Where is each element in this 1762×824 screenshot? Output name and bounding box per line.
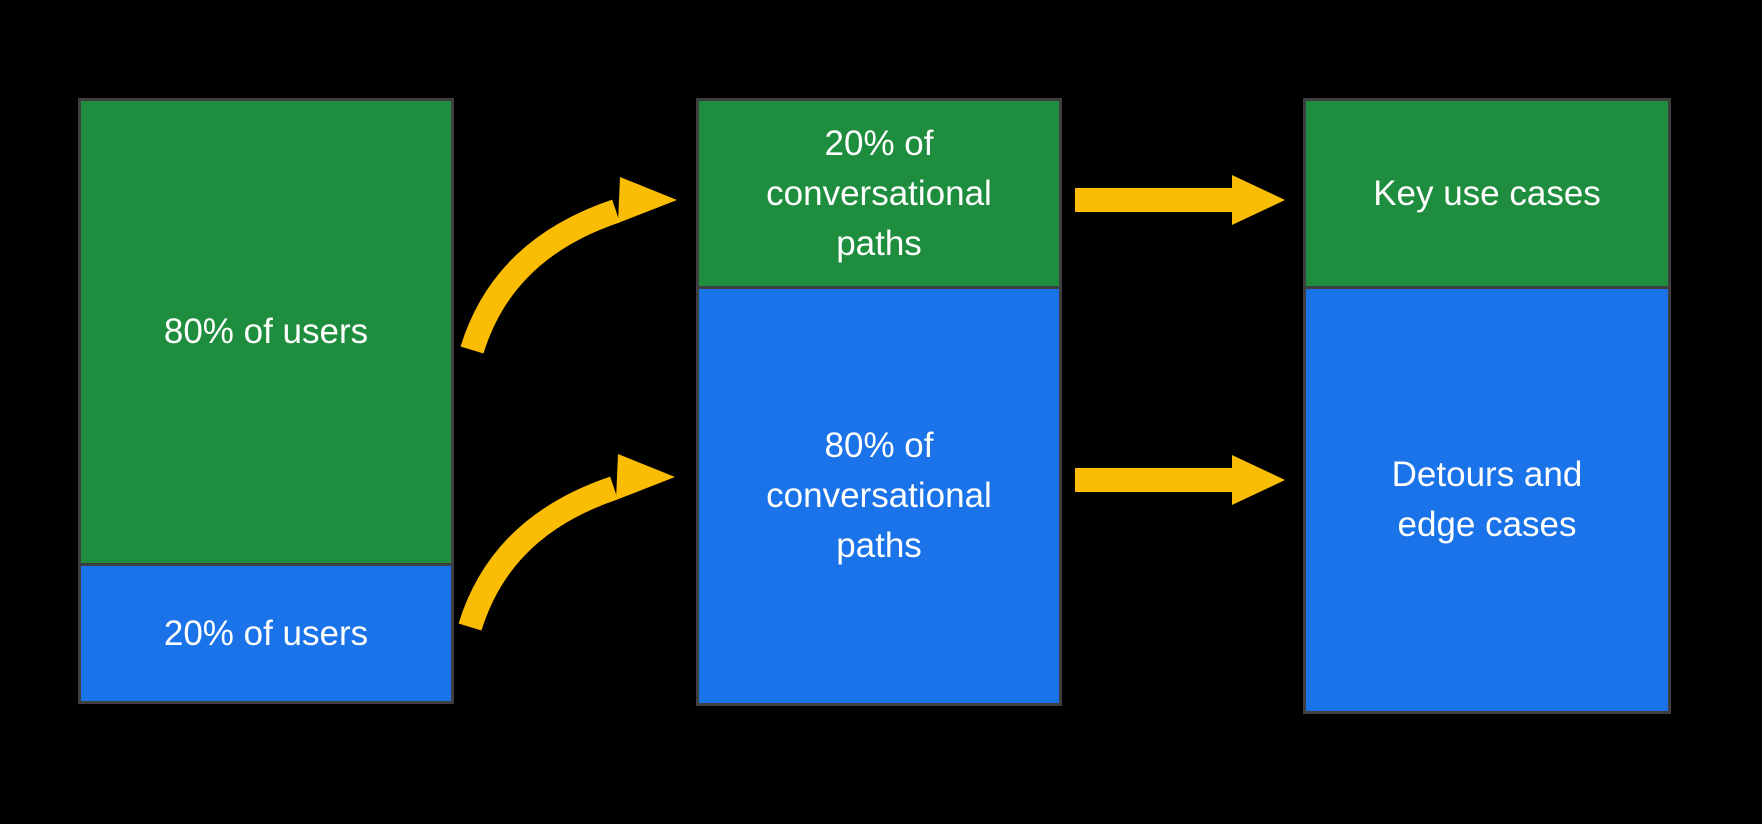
segment-detours-edge-cases: Detours and edge cases: [1306, 289, 1668, 711]
segment-paths-80-label: 80% of conversational paths: [766, 426, 992, 565]
bar-outcomes: Key use cases Detours and edge cases: [1303, 98, 1671, 714]
bar-users: 80% of users 20% of users: [78, 98, 454, 704]
segment-key-use-cases: Key use cases: [1306, 101, 1668, 289]
curved-arrow-users80-to-paths20-icon: [460, 177, 677, 354]
straight-arrow-paths80-to-detours-icon: [1075, 455, 1285, 505]
segment-users-20-label: 20% of users: [163, 613, 369, 653]
segment-detours-edge-cases-label: Detours and edge cases: [1391, 455, 1583, 544]
segment-users-20: 20% of users: [81, 566, 451, 701]
segment-users-80-label: 80% of users: [163, 312, 369, 351]
segment-paths-20: 20% of conversational paths: [699, 101, 1059, 289]
segment-users-80: 80% of users: [81, 101, 451, 566]
segment-key-use-cases-label: Key use cases: [1373, 173, 1601, 213]
segment-paths-80: 80% of conversational paths: [699, 289, 1059, 703]
straight-arrow-paths20-to-keyusecases-icon: [1075, 175, 1285, 225]
bar-conversational-paths: 20% of conversational paths 80% of conve…: [696, 98, 1062, 706]
curved-arrow-users20-to-paths80-icon: [458, 454, 675, 631]
segment-paths-20-label: 20% of conversational paths: [766, 123, 992, 263]
